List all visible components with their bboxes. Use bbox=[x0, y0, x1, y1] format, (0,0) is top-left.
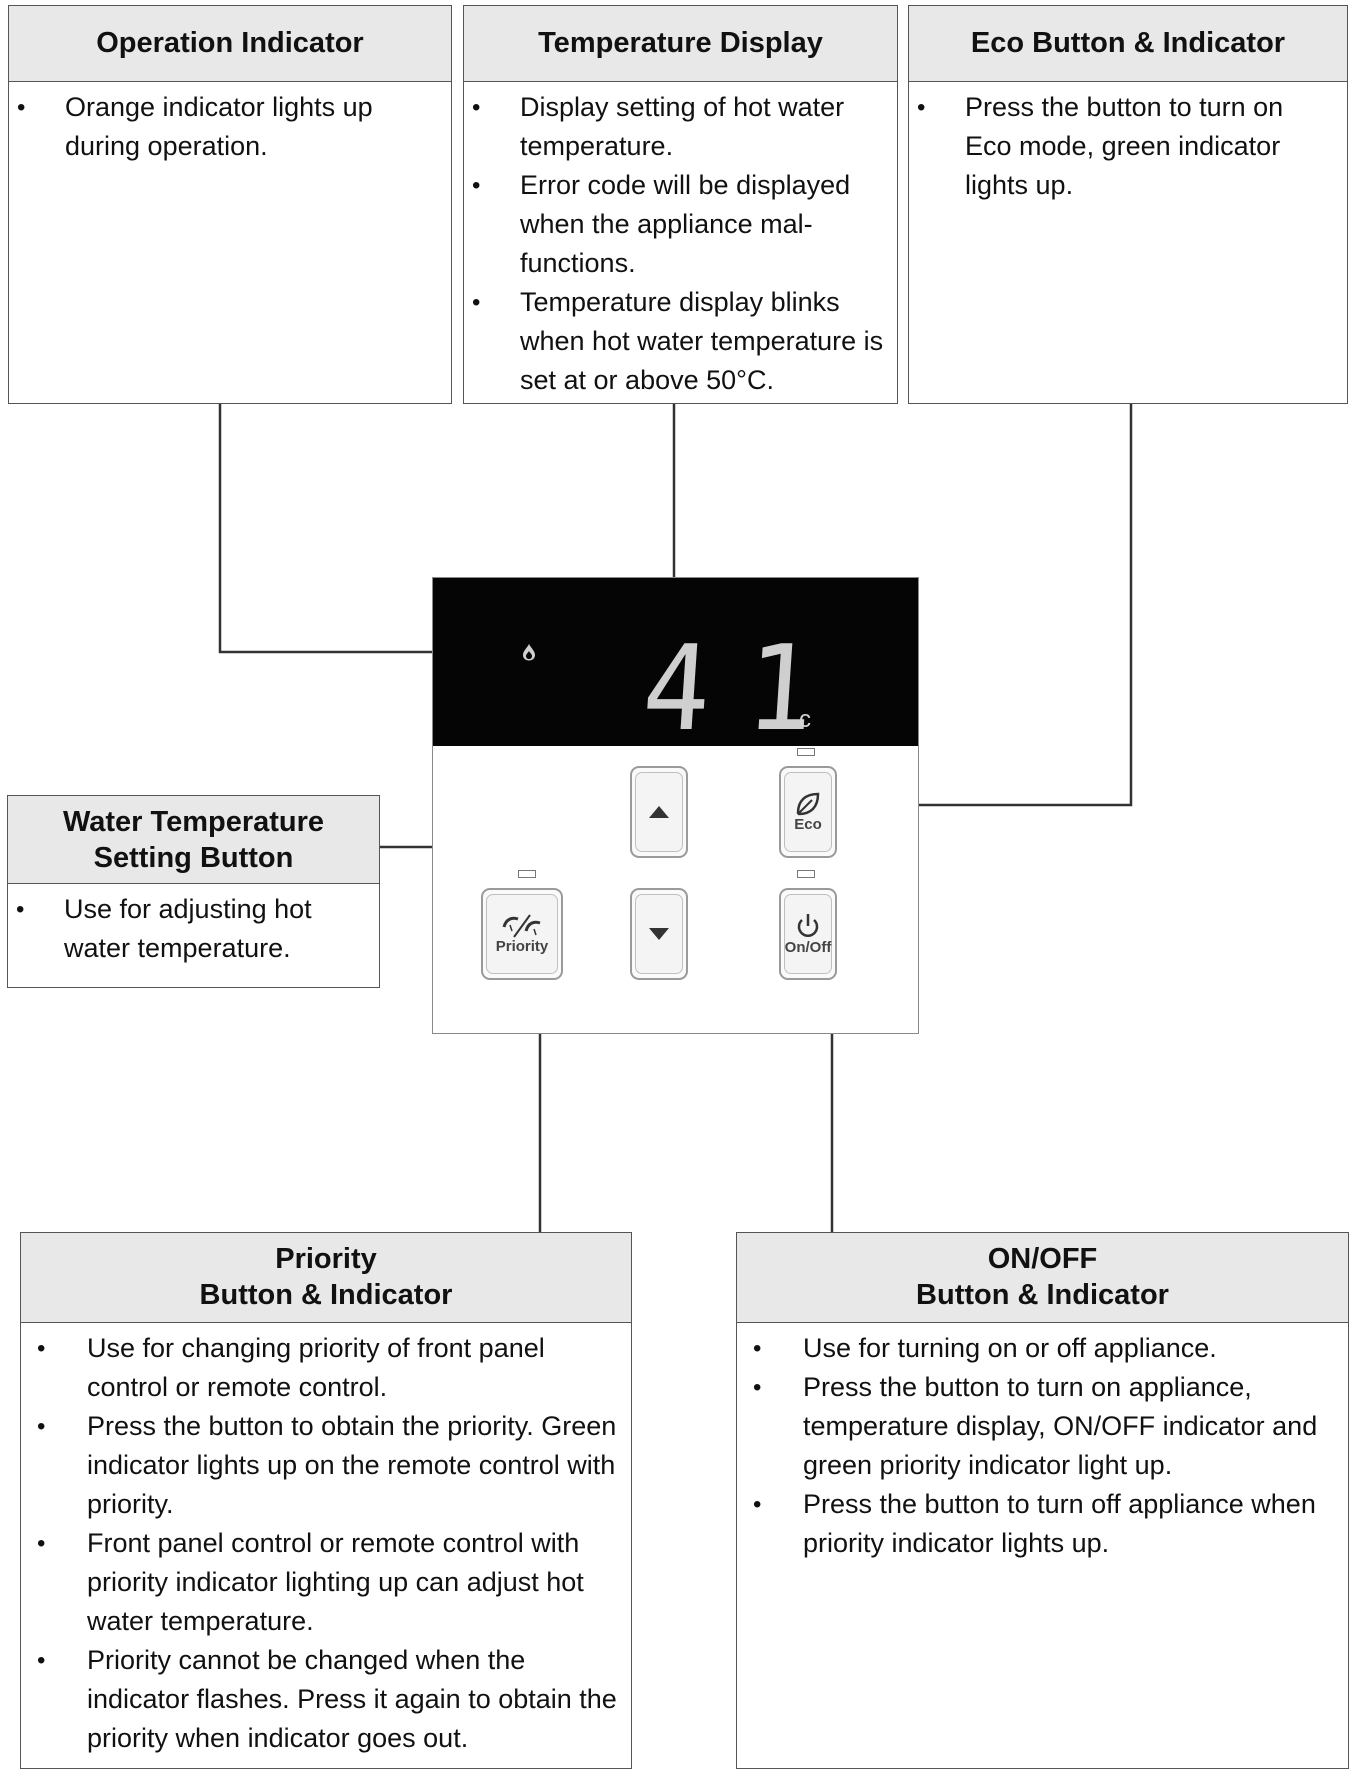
list-item: Use for adjusting hot water temperature. bbox=[8, 890, 369, 968]
onoff-button-label: On/Off bbox=[784, 939, 832, 956]
arrow-up-icon bbox=[649, 806, 669, 818]
water-temp-list: Use for adjusting hot water temperature. bbox=[8, 884, 379, 968]
onoff-title-line2: Button & Indicator bbox=[916, 1279, 1169, 1311]
list-item: Display setting of hot water temperature… bbox=[464, 88, 887, 166]
list-item: Priority cannot be changed when the indi… bbox=[21, 1641, 621, 1758]
water-temp-title-line2: Setting Button bbox=[93, 842, 294, 874]
control-panel: 41 c Eco bbox=[432, 577, 919, 1034]
operation-indicator-box: Operation Indicator Orange indicator lig… bbox=[8, 5, 452, 404]
leaf-icon bbox=[796, 792, 820, 816]
onoff-box: ON/OFF Button & Indicator Use for turnin… bbox=[736, 1232, 1349, 1769]
temperature-unit: c bbox=[799, 706, 811, 733]
list-item: Temperature display blinks when hot wate… bbox=[464, 283, 887, 400]
temp-up-button[interactable] bbox=[630, 766, 688, 858]
list-item: Error code will be displayed when the ap… bbox=[464, 166, 887, 283]
eco-button-label: Eco bbox=[794, 816, 822, 833]
list-item: Orange indicator lights up during operat… bbox=[9, 88, 441, 166]
water-temp-box: Water Temperature Setting Button Use for… bbox=[7, 795, 380, 988]
temperature-display-list: Display setting of hot water temperature… bbox=[464, 82, 897, 400]
priority-indicator-led bbox=[518, 870, 536, 878]
list-item: Press the button to turn on appliance, t… bbox=[737, 1368, 1338, 1485]
priority-title-line1: Priority bbox=[275, 1243, 377, 1275]
list-item: Use for changing priority of front panel… bbox=[21, 1329, 621, 1407]
operation-indicator-list: Orange indicator lights up during operat… bbox=[9, 82, 451, 166]
eco-button[interactable]: Eco bbox=[779, 766, 837, 858]
priority-button[interactable]: Priority bbox=[481, 888, 563, 980]
flame-icon bbox=[523, 644, 535, 661]
water-temp-title-line1: Water Temperature bbox=[62, 806, 325, 838]
temperature-value: 41 bbox=[638, 620, 855, 758]
water-temp-title: Water Temperature Setting Button bbox=[8, 796, 379, 884]
power-icon bbox=[797, 914, 819, 937]
eco-button-box: Eco Button & Indicator Press the button … bbox=[908, 5, 1348, 404]
temp-down-button[interactable] bbox=[630, 888, 688, 980]
onoff-button[interactable]: On/Off bbox=[779, 888, 837, 980]
list-item: Press the button to turn off appliance w… bbox=[737, 1485, 1338, 1563]
eco-button-title: Eco Button & Indicator bbox=[909, 6, 1347, 82]
eco-indicator-led bbox=[797, 748, 815, 756]
list-item: Press the button to turn on Eco mode, gr… bbox=[909, 88, 1337, 205]
list-item: Press the button to obtain the priority.… bbox=[21, 1407, 621, 1524]
priority-title-line2: Button & Indicator bbox=[199, 1279, 453, 1311]
onoff-list: Use for turning on or off appliance. Pre… bbox=[737, 1323, 1348, 1563]
temperature-display-box: Temperature Display Display setting of h… bbox=[463, 5, 898, 404]
eco-button-list: Press the button to turn on Eco mode, gr… bbox=[909, 82, 1347, 205]
priority-box: Priority Button & Indicator Use for chan… bbox=[20, 1232, 632, 1769]
operation-indicator-title: Operation Indicator bbox=[9, 6, 451, 82]
onoff-title: ON/OFF Button & Indicator bbox=[737, 1233, 1348, 1323]
arrow-down-icon bbox=[649, 928, 669, 940]
onoff-title-line1: ON/OFF bbox=[987, 1243, 1098, 1275]
eco-connector bbox=[864, 404, 1133, 807]
list-item: Use for turning on or off appliance. bbox=[737, 1329, 1338, 1368]
onoff-indicator-led bbox=[797, 870, 815, 878]
faucet-priority-icon bbox=[502, 914, 541, 938]
priority-title: Priority Button & Indicator bbox=[21, 1233, 631, 1323]
temperature-display-title: Temperature Display bbox=[464, 6, 897, 82]
operation-connector bbox=[218, 404, 527, 654]
list-item: Front panel control or remote control wi… bbox=[21, 1524, 621, 1641]
priority-list: Use for changing priority of front panel… bbox=[21, 1323, 631, 1758]
temperature-display-screen: 41 c bbox=[433, 578, 918, 758]
priority-button-label: Priority bbox=[495, 938, 549, 955]
